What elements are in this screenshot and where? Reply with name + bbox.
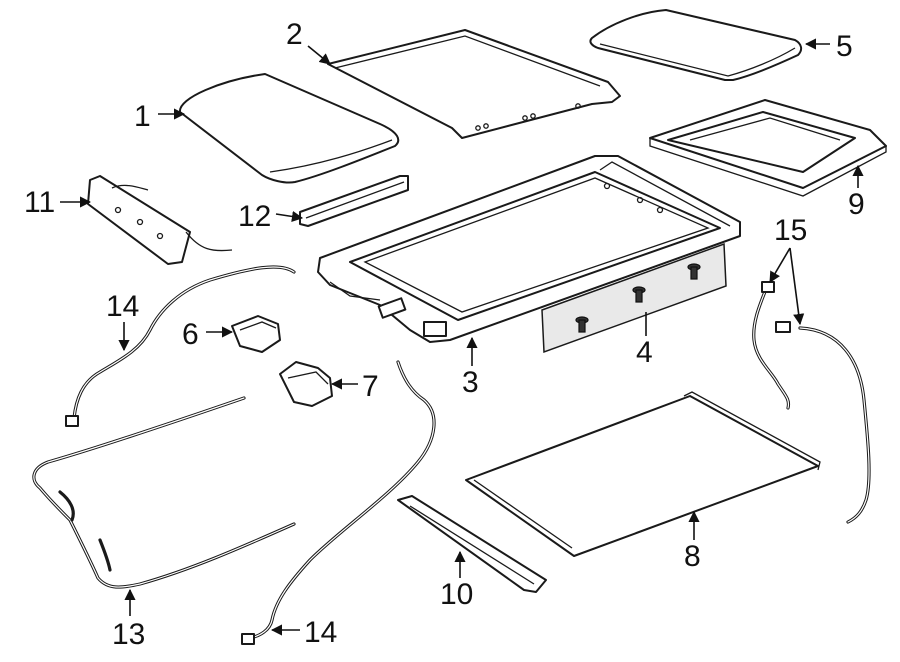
part-15-harnesses (752, 281, 871, 524)
callout-1: 1 (134, 100, 151, 133)
leader-lines (60, 38, 864, 636)
part-2-rear-glass (327, 29, 621, 139)
callout-2: 2 (286, 18, 303, 51)
part-1-front-glass (179, 73, 400, 184)
part-11-bracket (87, 175, 233, 265)
callout-7: 7 (362, 370, 379, 403)
part-4-fastener-kit (541, 242, 727, 354)
part-10-rail (397, 495, 547, 593)
callout-3: 3 (462, 366, 479, 399)
part-14-harness-center (241, 360, 436, 645)
callout-12: 12 (238, 200, 271, 233)
part-7-motor-housing (279, 361, 333, 407)
part-14-harness-left (65, 265, 296, 427)
callout-9: 9 (848, 188, 865, 221)
callout-10: 10 (440, 578, 473, 611)
callout-4: 4 (636, 336, 653, 369)
part-9-frame (649, 99, 887, 197)
callout-14b: 14 (304, 616, 337, 649)
callout-15: 15 (774, 214, 807, 247)
callout-6: 6 (182, 318, 199, 351)
part-12-strip (299, 175, 409, 227)
callouts: 1 2 3 4 5 6 7 8 9 10 11 12 13 14 14 15 (24, 18, 865, 651)
callout-5: 5 (836, 30, 853, 63)
callout-14a: 14 (106, 290, 139, 323)
part-13-drain-tubes (32, 396, 296, 589)
part-8-sunshade (465, 391, 821, 557)
callout-13: 13 (112, 618, 145, 651)
part-5-glass (589, 9, 803, 81)
part-3-frame-assembly (317, 155, 741, 343)
callout-11: 11 (24, 186, 55, 219)
part-6-motor (231, 315, 281, 353)
callout-8: 8 (684, 540, 701, 573)
